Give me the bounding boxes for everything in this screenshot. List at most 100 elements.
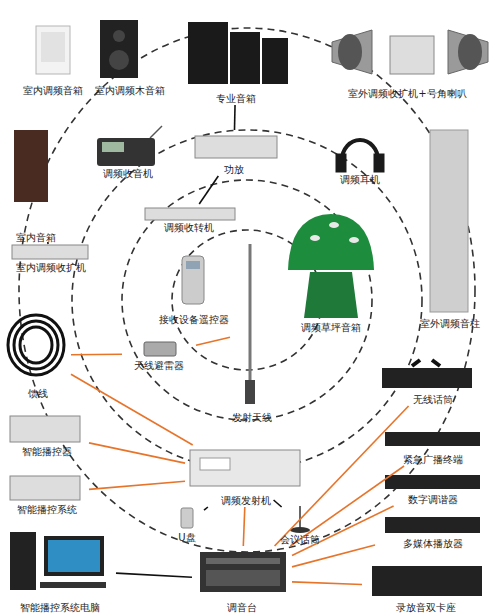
antenna-base: [245, 380, 255, 404]
cap-spot: [349, 237, 359, 243]
cap-spot: [310, 235, 320, 241]
signal-wire: [243, 507, 245, 546]
device-label: 智能播控系统: [5, 504, 89, 516]
device-label: 调频耳机: [330, 174, 390, 186]
speaker-body: [188, 22, 228, 84]
cap-spot: [329, 222, 339, 228]
device-label: 室内调频木音箱: [85, 85, 175, 97]
device-label: 调频收音机: [88, 168, 168, 180]
control-computer: [10, 532, 106, 590]
signal-wire: [274, 500, 282, 507]
signal-wire: [292, 506, 394, 556]
relay-receiver-unit: [145, 208, 235, 220]
device-node: 智能播控系统: [5, 470, 89, 516]
device-node: 智能播控系统电脑: [4, 526, 116, 614]
fm-headphones: [336, 140, 384, 172]
device-node: 天线避雷器: [122, 336, 196, 372]
horn-mouth: [338, 34, 362, 70]
speaker-body: [100, 20, 138, 78]
device-node: 馈线: [5, 310, 71, 400]
device-label: 室外调频音柱: [412, 318, 488, 330]
device-label: 发射天线: [230, 412, 274, 424]
device-node: 室外调频音柱: [412, 126, 488, 330]
signal-wire: [196, 337, 230, 345]
cable-loop: [20, 327, 52, 363]
device-label: 室内音箱: [6, 232, 66, 244]
mixer-knobs: [206, 558, 280, 564]
device-node: 室内调频木音箱: [85, 15, 175, 97]
device-label: 智能播控器: [5, 446, 89, 458]
lightning-arrester: [144, 342, 176, 356]
device-label: 接收设备遥控器: [156, 314, 232, 326]
device-node: 数字调谐器: [375, 468, 490, 506]
range-ring: [19, 28, 475, 552]
wireless-mic: [382, 360, 472, 388]
remote-screen: [186, 261, 200, 269]
device-label: 功放: [188, 164, 280, 176]
device-node: 室内音箱: [6, 126, 66, 244]
device-node: 录放音双卡座: [362, 560, 490, 614]
signal-wire: [89, 443, 185, 463]
device-node: 功放: [188, 130, 280, 176]
signal-wire: [71, 374, 193, 445]
signal-wire: [204, 507, 208, 510]
transmit-antenna: [245, 244, 255, 404]
mixer: [200, 552, 286, 592]
device-node: 室内调频音箱: [15, 15, 91, 97]
device-node: 调频收转机: [138, 204, 240, 234]
mic-handle: [412, 360, 420, 366]
mixer-faders: [206, 570, 280, 586]
device-label: 室内调频收扩机: [6, 262, 96, 274]
receiver-amplifier: [390, 36, 434, 74]
device-node: 调音台: [192, 546, 292, 614]
device-label: 专业音箱: [180, 93, 292, 105]
ear-cup: [374, 154, 384, 172]
device-node: U盘: [170, 504, 204, 544]
mic-base: [290, 527, 310, 533]
column-speaker: [430, 130, 468, 312]
signal-wire: [71, 354, 122, 356]
usb-drive: [181, 508, 193, 528]
pc-keyboard: [40, 582, 106, 588]
digital-tuner-unit: [385, 475, 480, 489]
device-label: 室内调频音箱: [15, 85, 91, 97]
pro-speakers: [188, 22, 288, 84]
device-node: 室外调频收扩机+号角喇叭: [325, 15, 490, 100]
indoor-speaker-wood: [100, 20, 138, 78]
mushroom-stem: [304, 272, 358, 318]
horn-mouth: [458, 34, 482, 70]
smart-system-unit: [10, 476, 80, 500]
lawn-speaker: [288, 214, 374, 318]
device-label: 智能播控系统电脑: [4, 602, 116, 614]
device-node: 发射天线: [230, 240, 274, 424]
device-label: U盘: [170, 532, 204, 544]
pc-tower: [10, 532, 36, 590]
ear-cup: [336, 154, 346, 172]
horn-speaker: [332, 30, 372, 74]
device-node: 调频发射机: [185, 445, 307, 507]
speaker-body: [36, 26, 70, 74]
device-label: 调频收转机: [138, 222, 240, 234]
receiver-amplifier-unit: [12, 245, 88, 259]
mixer-body: [200, 552, 286, 592]
signal-wire: [275, 406, 409, 546]
remote-control: [182, 256, 204, 304]
mushroom-cap: [288, 214, 374, 270]
device-label: 天线避雷器: [122, 360, 196, 372]
device-node: 调频耳机: [330, 120, 390, 186]
speaker-body: [262, 38, 288, 84]
device-label: 多媒体播放器: [375, 538, 490, 550]
speaker-cone: [109, 50, 129, 70]
pc-monitor: [44, 536, 104, 576]
device-label: 数字调谐器: [375, 494, 490, 506]
device-node: 室内调频收扩机: [6, 242, 96, 274]
fm-radio: [97, 126, 162, 166]
signal-wire: [89, 481, 185, 489]
cable-loop: [8, 315, 64, 375]
device-label: 会议话筒: [272, 534, 328, 546]
smart-controller-unit: [10, 416, 80, 442]
feeder-cable-coil: [8, 315, 64, 375]
emergency-terminal-unit: [385, 432, 480, 446]
